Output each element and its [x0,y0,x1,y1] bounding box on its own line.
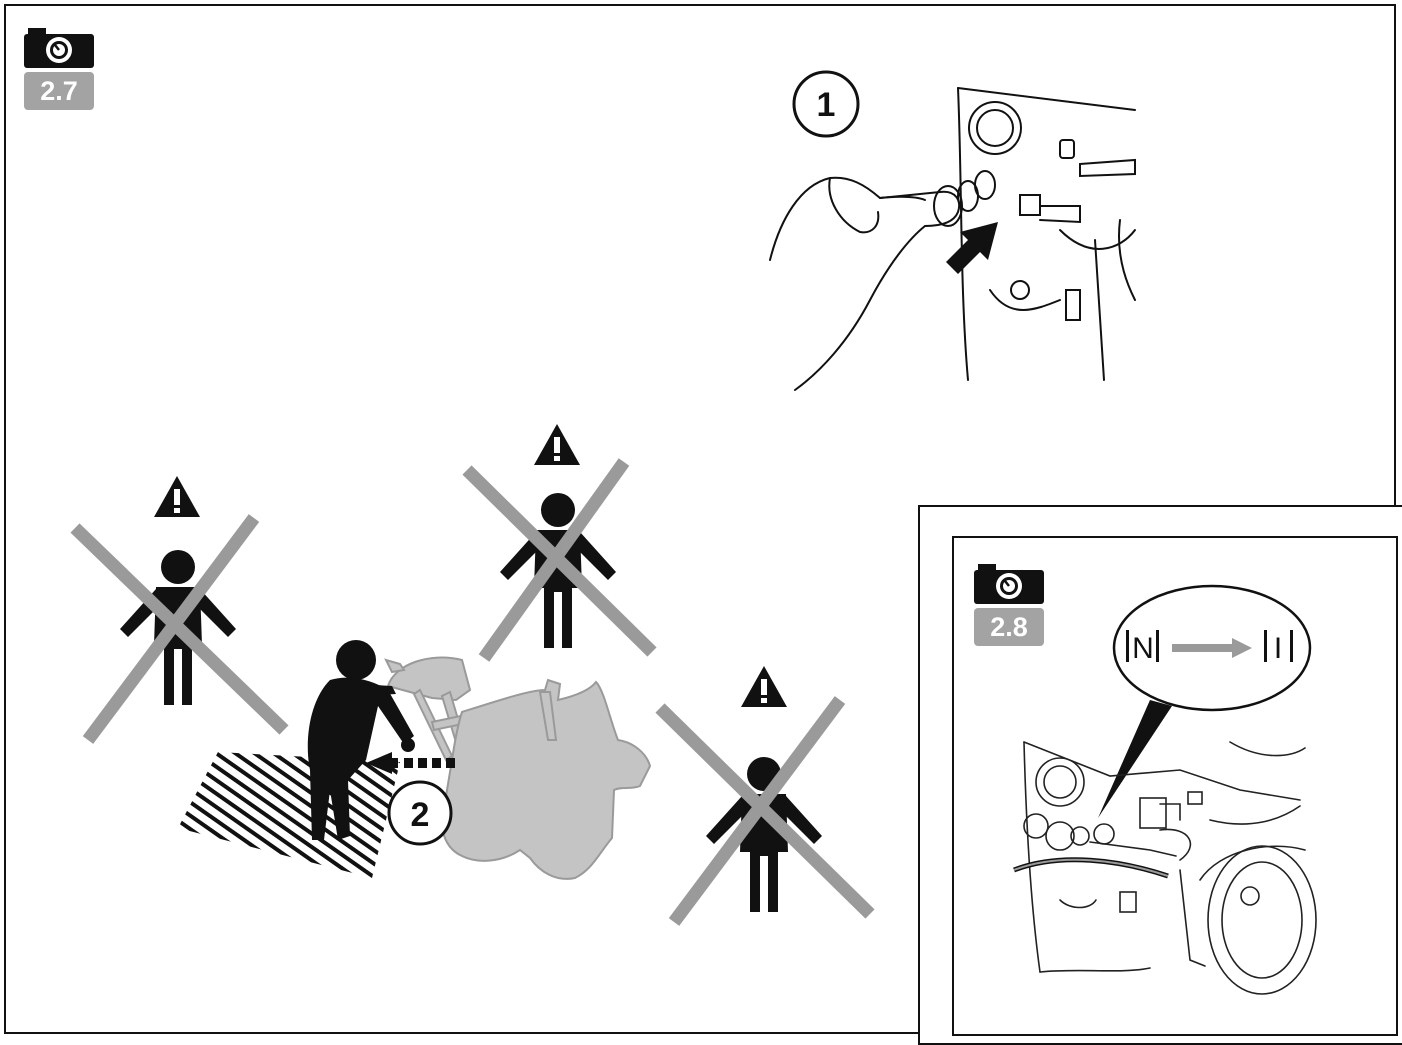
step-1-number: 1 [817,86,836,124]
warning-icon [534,424,580,465]
switch-off-label: N [1132,632,1154,665]
bystander-prohibited-left [75,476,284,740]
key-turn-arrow-icon [1014,860,1168,876]
bystander-prohibited-center [467,424,652,658]
danger-zone-hatching [178,752,400,878]
bystander-prohibited-right [660,666,870,922]
switch-on-label: I [1274,632,1282,665]
warning-icon [741,666,787,707]
step-2-number: 2 [411,796,430,834]
warning-icon [154,476,200,517]
push-arrow-icon [946,222,998,274]
ignition-panel-illustration [1024,742,1316,994]
snow-blower-illustration [386,658,650,879]
switch-callout-bubble: N I [1098,586,1310,818]
